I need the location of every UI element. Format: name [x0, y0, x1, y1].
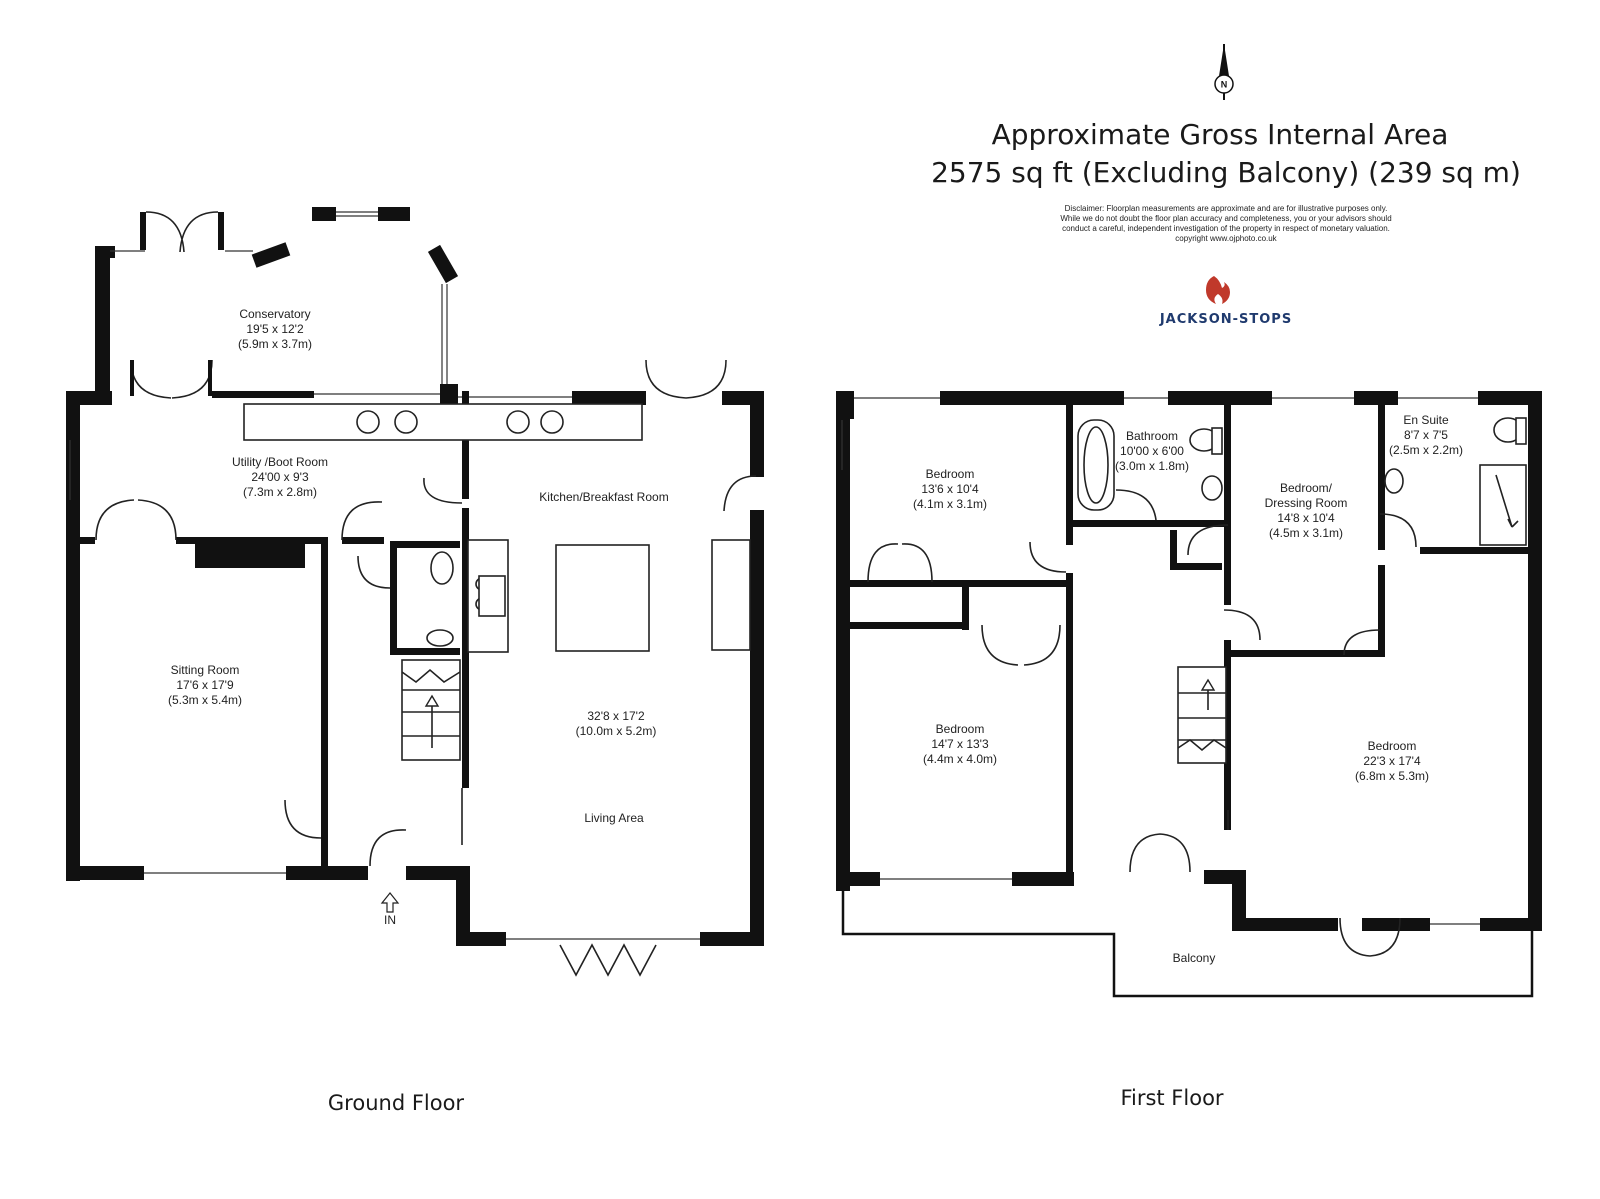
room-name: Bedroom	[936, 722, 985, 736]
room-dimensions-imperial: 14'7 x 13'3	[931, 737, 989, 751]
room-balcony: Balcony	[1173, 951, 1216, 965]
room-name: Dressing Room	[1265, 496, 1348, 510]
room-dimensions-metric: (7.3m x 2.8m)	[243, 485, 317, 499]
room-utility: Utility /Boot Room 24'00 x 9'3 (7.3m x 2…	[232, 455, 328, 499]
north-label: N	[1221, 80, 1228, 90]
room-name: Sitting Room	[171, 663, 240, 677]
disclaimer-line: Disclaimer: Floorplan measurements are a…	[1065, 204, 1388, 213]
brand-name: JACKSON-STOPS	[1159, 312, 1292, 327]
room-name: En Suite	[1403, 413, 1449, 427]
room-name: Utility /Boot Room	[232, 455, 328, 469]
room-dimensions-imperial: 17'6 x 17'9	[176, 678, 234, 692]
room-dimensions-imperial: 22'3 x 17'4	[1363, 754, 1421, 768]
room-ensuite: En Suite 8'7 x 7'5 (2.5m x 2.2m)	[1389, 413, 1463, 457]
room-dimensions-metric: (10.0m x 5.2m)	[576, 724, 657, 738]
room-bedroom-1: Bedroom 13'6 x 10'4 (4.1m x 3.1m)	[913, 467, 987, 511]
room-bathroom: Bathroom 10'00 x 6'00 (3.0m x 1.8m)	[1115, 429, 1189, 473]
room-name: Bathroom	[1126, 429, 1178, 443]
disclaimer-line: While we do not doubt the floor plan acc…	[1060, 214, 1391, 223]
area-title: Approximate Gross Internal Area	[992, 118, 1449, 151]
room-dimensions-imperial: 14'8 x 10'4	[1277, 511, 1335, 525]
room-dimensions-imperial: 24'00 x 9'3	[251, 470, 309, 484]
disclaimer: Disclaimer: Floorplan measurements are a…	[1060, 204, 1391, 243]
brand-logo-icon: JACKSON-STOPS	[1159, 276, 1292, 327]
ground-floor-plan: IN	[66, 207, 764, 977]
room-name: Kitchen/Breakfast Room	[539, 490, 668, 504]
room-name: Balcony	[1173, 951, 1216, 965]
room-dimensions-imperial: 32'8 x 17'2	[587, 709, 645, 723]
room-dimensions-metric: (4.5m x 3.1m)	[1269, 526, 1343, 540]
room-bedroom-2: Bedroom 14'7 x 13'3 (4.4m x 4.0m)	[923, 722, 997, 766]
room-sitting: Sitting Room 17'6 x 17'9 (5.3m x 5.4m)	[168, 663, 242, 707]
room-dimensions-metric: (4.4m x 4.0m)	[923, 752, 997, 766]
area-subtitle: 2575 sq ft (Excluding Balcony) (239 sq m…	[931, 156, 1521, 189]
room-conservatory: Conservatory 19'5 x 12'2 (5.9m x 3.7m)	[238, 307, 312, 351]
room-dimensions-metric: (5.3m x 5.4m)	[168, 693, 242, 707]
first-floor-label: First Floor	[1120, 1086, 1223, 1110]
entrance-label: IN	[384, 913, 396, 927]
north-arrow-icon: N	[1214, 44, 1234, 100]
room-name: Bedroom	[926, 467, 975, 481]
first-floor-plan	[836, 391, 1542, 998]
room-dimensions-metric: (3.0m x 1.8m)	[1115, 459, 1189, 473]
disclaimer-line: copyright www.ojphoto.co.uk	[1175, 234, 1277, 243]
room-dimensions-metric: (4.1m x 3.1m)	[913, 497, 987, 511]
ground-floor-label: Ground Floor	[328, 1091, 465, 1115]
room-name: Bedroom	[1368, 739, 1417, 753]
room-dimensions-imperial: 8'7 x 7'5	[1404, 428, 1448, 442]
room-kitchen: Kitchen/Breakfast Room 32'8 x 17'2 (10.0…	[539, 490, 668, 825]
room-dimensions-metric: (2.5m x 2.2m)	[1389, 443, 1463, 457]
room-dimensions-metric: (6.8m x 5.3m)	[1355, 769, 1429, 783]
room-dimensions-imperial: 10'00 x 6'00	[1120, 444, 1184, 458]
room-dressing: Bedroom/ Dressing Room 14'8 x 10'4 (4.5m…	[1265, 481, 1348, 540]
room-name: Conservatory	[239, 307, 310, 321]
room-name: Bedroom/	[1280, 481, 1333, 495]
disclaimer-line: conduct a careful, independent investiga…	[1062, 224, 1390, 233]
room-bedroom-3: Bedroom 22'3 x 17'4 (6.8m x 5.3m)	[1355, 739, 1429, 783]
room-name: Living Area	[584, 811, 644, 825]
room-dimensions-imperial: 19'5 x 12'2	[246, 322, 304, 336]
room-dimensions-metric: (5.9m x 3.7m)	[238, 337, 312, 351]
room-dimensions-imperial: 13'6 x 10'4	[921, 482, 979, 496]
